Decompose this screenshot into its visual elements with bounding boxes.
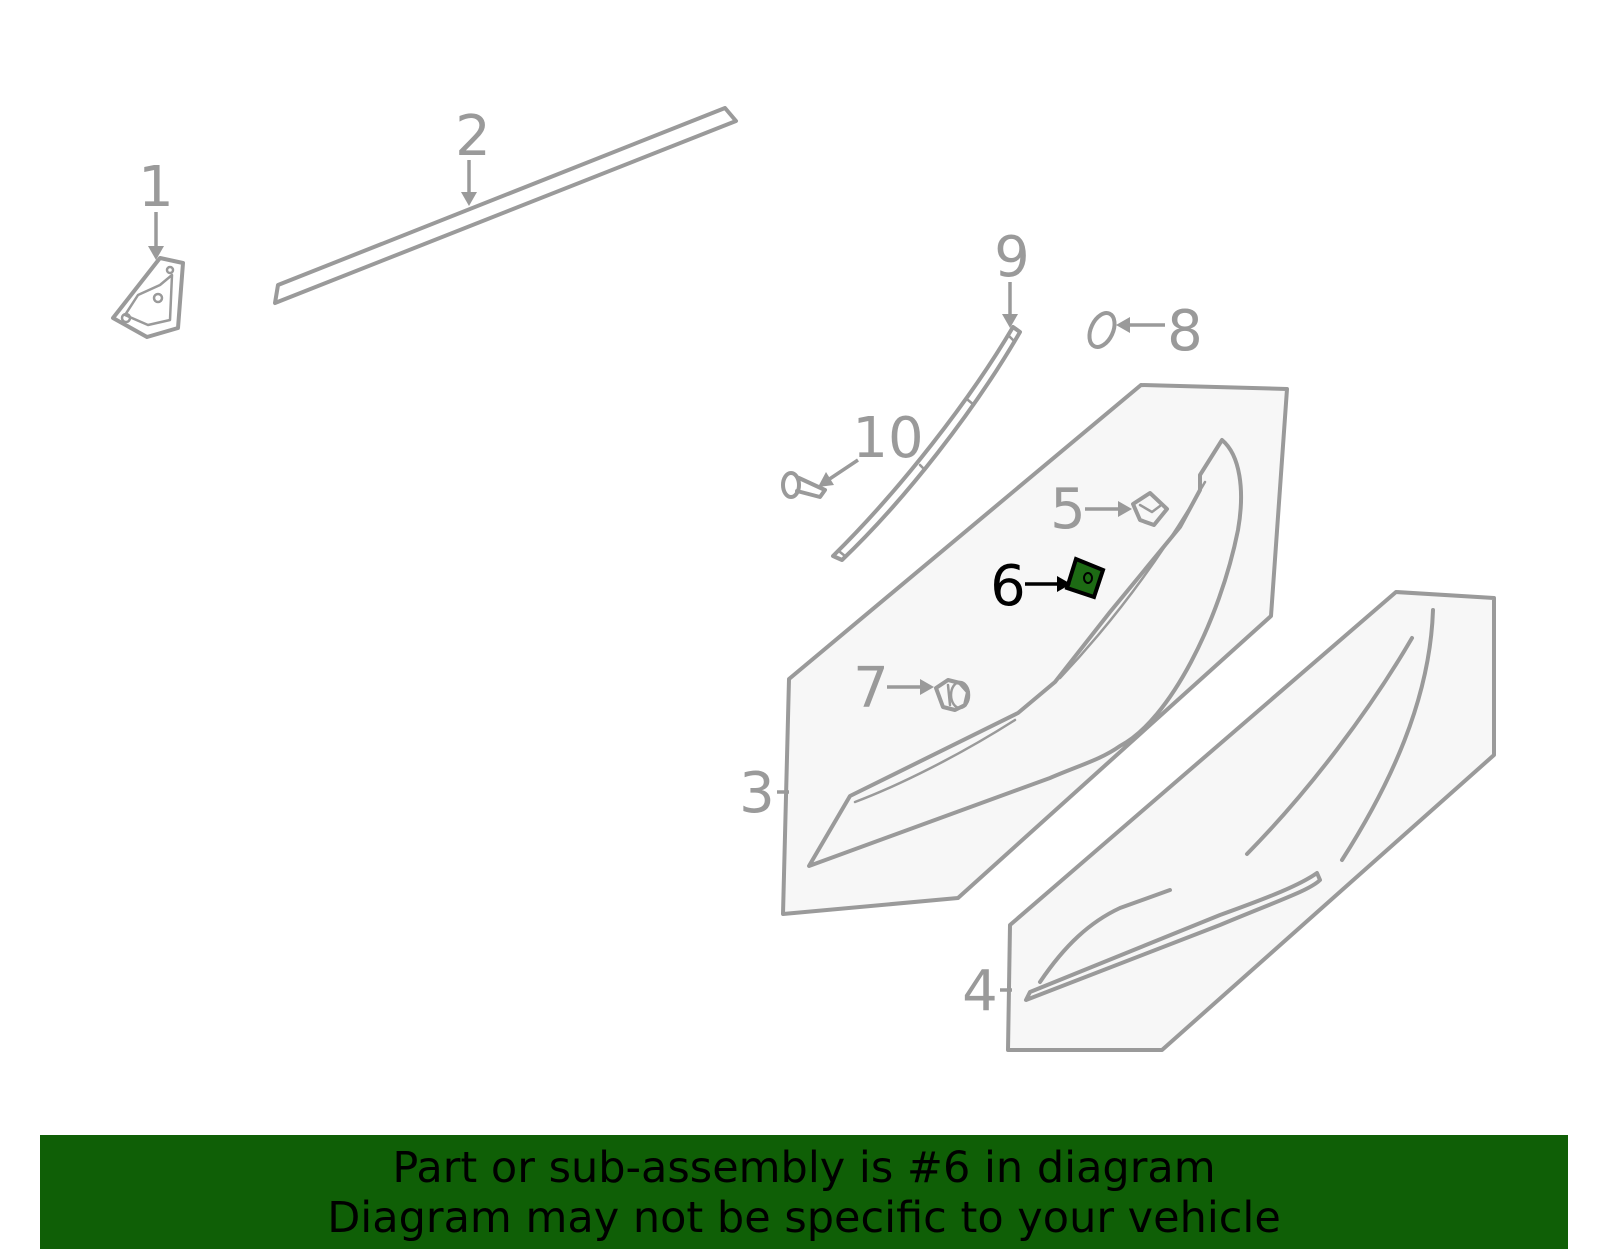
parts-diagram: 1 2 3 4 5 6 7 8 9 10	[111, 104, 1496, 1052]
callout-8: 8	[1167, 299, 1203, 364]
notice-banner: Part or sub-assembly is #6 in diagram Di…	[40, 1135, 1568, 1249]
callout-5: 5	[1050, 477, 1086, 542]
callout-6: 6	[990, 554, 1026, 619]
part-2-moulding[interactable]	[273, 106, 738, 305]
banner-line-1: Part or sub-assembly is #6 in diagram	[392, 1143, 1216, 1193]
banner-line-2: Diagram may not be specific to your vehi…	[327, 1193, 1281, 1243]
part-9-weatherstrip[interactable]	[831, 325, 1022, 562]
part-1-bracket[interactable]	[111, 256, 185, 339]
part-5-clip[interactable]	[1131, 491, 1169, 527]
callout-10: 10	[852, 406, 923, 471]
callout-4: 4	[962, 959, 998, 1024]
part-10-screw[interactable]	[781, 471, 827, 499]
callout-7: 7	[853, 656, 889, 721]
part-6-clip-highlighted[interactable]	[1064, 556, 1106, 600]
callout-1: 1	[138, 155, 174, 220]
callout-3: 3	[739, 761, 775, 826]
part-8-grommet[interactable]	[1084, 309, 1119, 351]
part-7-push-pin[interactable]	[934, 678, 971, 712]
leader-10	[827, 458, 859, 482]
callout-9: 9	[994, 225, 1030, 290]
callout-2: 2	[455, 104, 491, 169]
part-4-panel[interactable]	[1006, 590, 1496, 1052]
